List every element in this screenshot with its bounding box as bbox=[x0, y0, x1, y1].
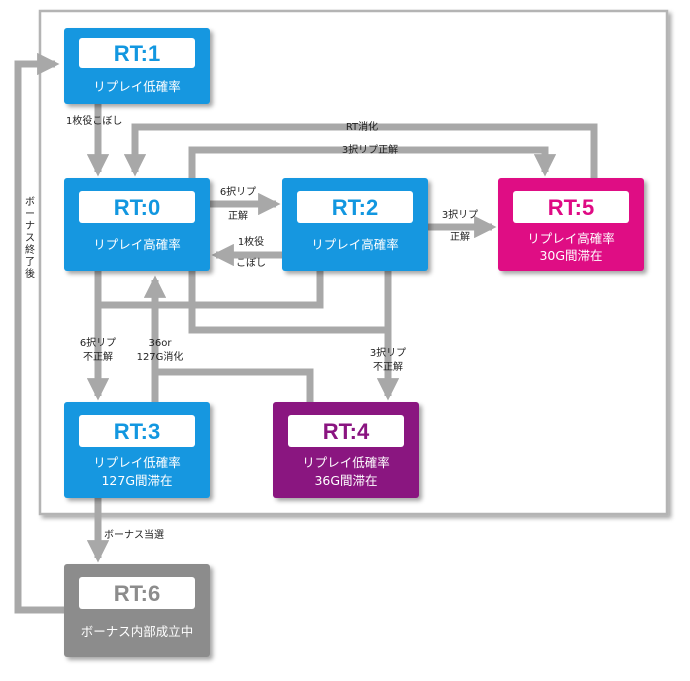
connectors bbox=[14, 52, 598, 614]
node-rt0-title-bg bbox=[79, 191, 195, 223]
label-rt2-to-rt5-b: 正解 bbox=[450, 230, 470, 243]
node-rt6-desc: ボーナス内部成立中 bbox=[81, 624, 194, 639]
node-rt1-title-bg bbox=[79, 38, 195, 68]
node-rt3-desc2: 127G間滞在 bbox=[101, 473, 172, 488]
label-rt34-to-rt0-b: 127G消化 bbox=[137, 350, 184, 363]
edge-rt5-to-rt0 bbox=[123, 123, 598, 178]
node-rt2-title: RT:2 bbox=[332, 195, 378, 220]
edge-rt4-to-join bbox=[155, 368, 314, 402]
label-rt2-to-rt0-a: 1枚役 bbox=[238, 235, 264, 248]
label-rt2-to-rt5-a: 3択リプ bbox=[442, 208, 478, 221]
node-rt0-desc: リプレイ高確率 bbox=[93, 237, 181, 252]
edge-rt2-to-rt4 bbox=[188, 271, 392, 334]
node-rt4-title-bg bbox=[288, 415, 404, 447]
node-rt0: RT:0 リプレイ高確率 bbox=[64, 178, 210, 271]
node-rt5-title: RT:5 bbox=[548, 195, 594, 220]
node-rt4-desc2: 36G間滞在 bbox=[314, 473, 377, 488]
node-rt1-title: RT:1 bbox=[114, 41, 160, 66]
label-rt34-to-rt0-a: 36or bbox=[149, 338, 173, 349]
label-to-rt4-b: 不正解 bbox=[373, 360, 403, 373]
node-rt4-title: RT:4 bbox=[323, 419, 370, 444]
node-rt3-desc: リプレイ低確率 bbox=[93, 455, 181, 470]
edge-labels: 1枚役こぼし RT消化 3択リプ正解 6択リプ 正解 1枚役 こぼし 3択リプ … bbox=[25, 114, 478, 541]
node-rt4-desc: リプレイ低確率 bbox=[302, 455, 390, 470]
node-rt2: RT:2 リプレイ高確率 bbox=[282, 178, 428, 271]
node-rt1: RT:1 リプレイ低確率 bbox=[64, 28, 210, 104]
label-rt0-to-rt3-b: 不正解 bbox=[83, 350, 113, 363]
node-rt3-title: RT:3 bbox=[114, 419, 160, 444]
node-rt4: RT:4 リプレイ低確率 36G間滞在 bbox=[273, 402, 419, 498]
node-rt5-desc: リプレイ高確率 bbox=[527, 231, 615, 246]
label-rt0-to-rt5: 3択リプ正解 bbox=[342, 143, 398, 156]
node-rt3: RT:3 リプレイ低確率 127G間滞在 bbox=[64, 402, 210, 498]
edge-rt0-to-rt5 bbox=[188, 146, 557, 178]
label-rt0-to-rt2-b: 正解 bbox=[228, 209, 248, 222]
edge-bonus-end bbox=[14, 52, 64, 614]
node-rt6-title-bg bbox=[79, 577, 195, 609]
label-rt0-to-rt2-a: 6択リプ bbox=[220, 185, 256, 198]
node-rt2-desc: リプレイ高確率 bbox=[311, 237, 399, 252]
node-rt2-title-bg bbox=[297, 191, 413, 223]
label-rt5-to-rt0: RT消化 bbox=[346, 120, 378, 133]
edge-rt0-loop bbox=[98, 271, 324, 309]
label-bonus-hit: ボーナス当選 bbox=[104, 528, 164, 541]
label-to-rt4-a: 3択リプ bbox=[370, 346, 406, 359]
node-rt5-desc2: 30G間滞在 bbox=[539, 248, 602, 263]
node-rt1-desc: リプレイ低確率 bbox=[93, 79, 181, 94]
node-rt5-title-bg bbox=[513, 191, 629, 223]
node-rt5: RT:5 リプレイ高確率 30G間滞在 bbox=[498, 178, 644, 271]
node-rt6-title: RT:6 bbox=[114, 581, 160, 606]
node-rt6: RT:6 ボーナス内部成立中 bbox=[64, 564, 210, 657]
node-rt3-title-bg bbox=[79, 415, 195, 447]
node-rt0-title: RT:0 bbox=[114, 195, 160, 220]
label-rt0-to-rt3-a: 6択リプ bbox=[80, 336, 116, 349]
label-bonus-end: ボーナス終了後 bbox=[25, 196, 35, 280]
label-rt1-to-rt0: 1枚役こぼし bbox=[66, 114, 122, 127]
label-rt2-to-rt0-b: こぼし bbox=[236, 257, 266, 269]
